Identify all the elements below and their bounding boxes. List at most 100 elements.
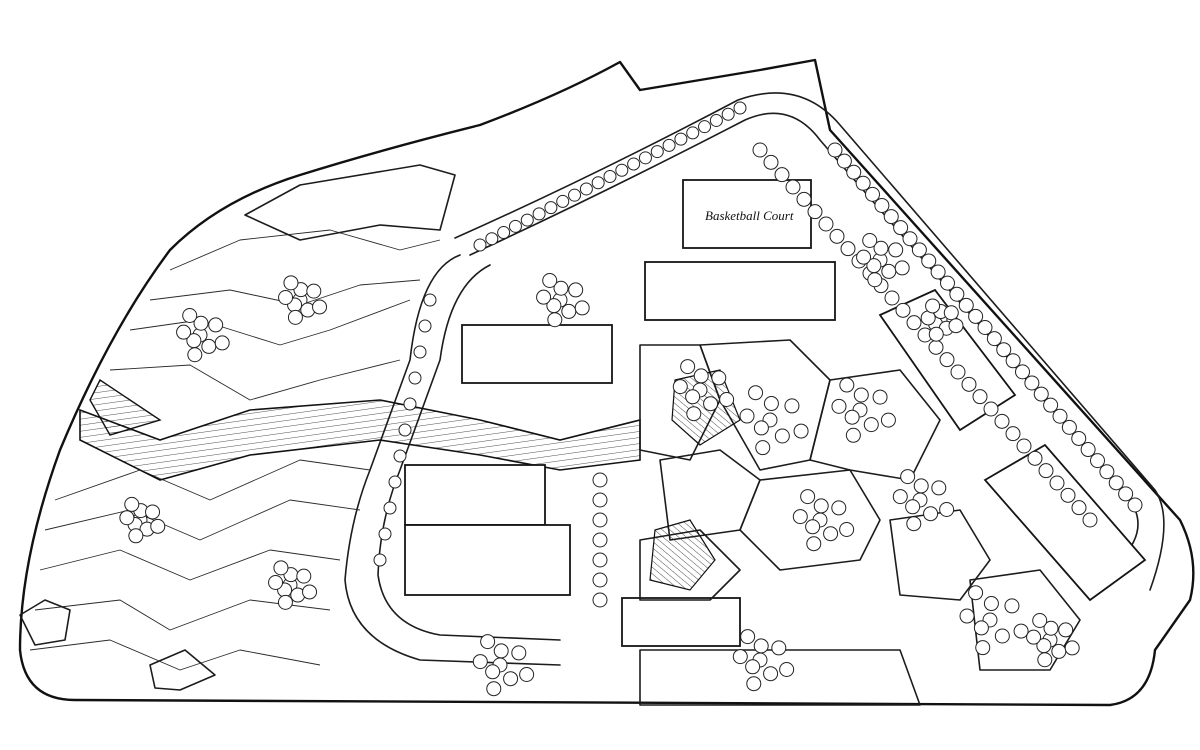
tree-canopy [176,324,192,340]
tree-canopy [1051,643,1067,659]
tree-canopy [561,303,577,319]
tree-canopy [503,671,519,687]
internal-loop-road [344,254,561,666]
tree-canopy [1026,629,1042,645]
tree-canopy [592,532,608,548]
tree-canopy [902,231,918,247]
tree-canopy [792,509,808,525]
tree-canopy [865,186,880,202]
tree-canopy [592,572,608,588]
tree-canopy [827,142,843,158]
tree-canopy [928,339,944,355]
perimeter-road-edge [454,92,1165,591]
tree-canopy [884,290,900,306]
tree-canopy [273,560,289,576]
tree-canopy [277,594,293,610]
tree-canopy [268,575,284,591]
building-north [644,261,836,321]
tree-canopy [996,342,1012,358]
basketball-court-label: Basketball Court [705,208,794,223]
tree-canopy [1037,652,1053,668]
tree-canopy [880,412,896,428]
tree-canopy [627,157,641,171]
tree-canopy [592,592,608,608]
tree-canopy [536,289,552,305]
tree-canopy [883,209,899,225]
tree-canopy [855,175,871,191]
building-central-west [461,324,613,384]
tree-canopy [485,664,501,680]
tree-canopy [1099,464,1115,480]
tree-canopy [124,496,140,512]
tree-canopy [592,512,608,528]
tree-canopy [913,478,929,494]
tree-canopy [748,385,764,401]
tree-canopy [950,364,966,380]
tree-canopy [592,472,608,488]
tree-canopy [1024,375,1040,391]
tree-canopy [393,449,407,463]
site-boundary [18,58,1195,707]
tree-canopy [686,406,702,422]
tree-canopy [208,317,224,333]
tree-canopy [485,232,499,246]
tree-canopy [703,396,719,412]
tree-canopy [1043,397,1059,413]
tree-canopy [698,120,712,134]
tree-canopy [1060,487,1076,503]
tree-canopy [1005,353,1021,369]
tree-canopy [145,504,161,520]
tree-canopy [1038,463,1054,479]
tree-canopy [1043,620,1059,636]
tree-canopy [1049,475,1065,491]
tree-canopy [302,584,318,600]
tree-canopy [568,282,584,298]
tree-canopy [674,132,688,146]
tree-canopy [774,167,790,183]
tree-canopy [818,216,834,232]
tree-canopy [1127,497,1143,513]
tree-canopy [846,164,862,180]
tree-canopy [520,213,534,227]
tree-canopy [994,628,1010,644]
tree-canopy [542,273,558,289]
tree-canopy [497,226,511,240]
tree-canopy [948,318,964,334]
tree-canopy [939,501,955,517]
tree-canopy [923,506,939,522]
tree-canopy [961,376,977,392]
tree-canopy [746,676,762,692]
tree-canopy [592,492,608,508]
tree-canopy [680,359,696,375]
tree-canopy [1032,613,1048,629]
tree-canopy [733,101,747,115]
tree-canopy [544,201,558,215]
tree-canopy [836,153,852,169]
tree-canopy [686,126,700,140]
tree-canopy [844,409,860,425]
tree-canopy [1015,364,1030,380]
tree-canopy [806,536,822,552]
tree-canopy [785,179,801,195]
tree-canopy [553,280,569,296]
tree-canopy [378,527,392,541]
tree-canopy [493,643,509,659]
hatched-band [79,399,641,481]
building-south-west-b [404,524,571,596]
tree-canopy [603,170,617,183]
tree-canopy [1090,453,1105,469]
tree-canopy [972,389,988,405]
tree-canopy [128,528,144,544]
tree-canopy [719,391,735,407]
tree-canopy-group [119,101,1143,697]
tree-canopy [867,272,883,288]
tree-canopy [732,649,748,665]
tree-canopy [532,207,546,221]
tree-canopy [568,188,582,202]
building-south-west-a [404,464,546,526]
tree-canopy [739,408,755,424]
tree-canopy [894,260,910,276]
tree-canopy [287,309,303,325]
tree-canopy [895,302,911,318]
